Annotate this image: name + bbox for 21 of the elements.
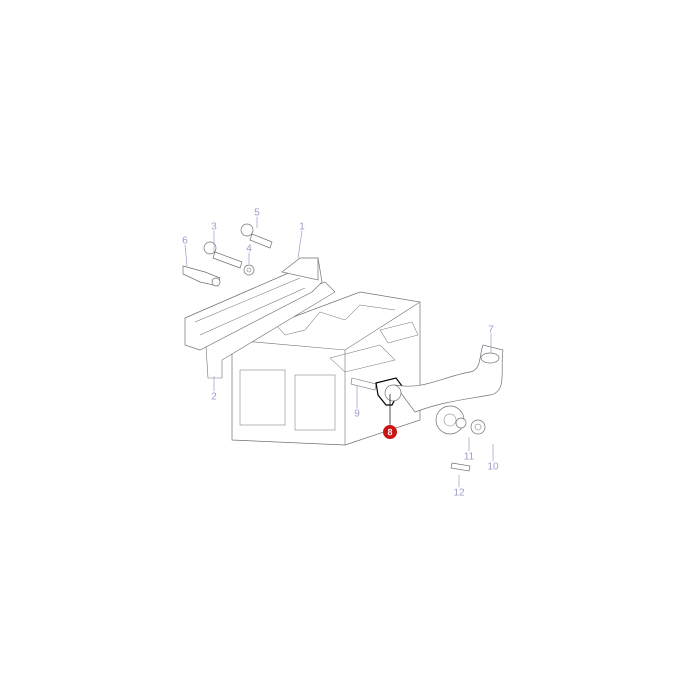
highlighted-callout-number: 8	[383, 425, 397, 439]
leader-line	[256, 216, 258, 228]
leader-line	[248, 252, 250, 264]
callout-number: 6	[182, 236, 188, 244]
leader-line	[492, 444, 494, 462]
callout-number: 2	[212, 392, 216, 400]
callout-number: 5	[254, 208, 260, 216]
leader-line	[298, 230, 302, 258]
callout-number: 9	[354, 409, 360, 417]
leader-line	[458, 474, 460, 488]
callout-number: 1	[300, 222, 304, 230]
callout-number: 12	[454, 488, 464, 496]
leader-line	[468, 436, 470, 452]
callout-number: 4	[246, 244, 252, 252]
callout-number: 7	[488, 326, 494, 332]
callout-number: 3	[212, 222, 216, 230]
callout-number: 10	[488, 462, 498, 470]
leader-line	[184, 244, 188, 266]
leader-line	[356, 386, 358, 409]
callout-number: 11	[464, 452, 474, 460]
leader-line	[490, 333, 492, 354]
